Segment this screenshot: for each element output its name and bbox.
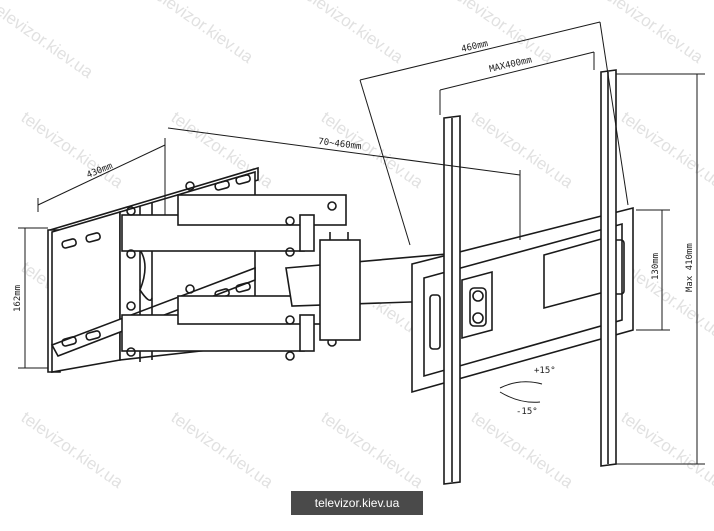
watermark-text: televizor.kiev.ua bbox=[448, 0, 557, 67]
vertical-rails bbox=[443, 69, 617, 485]
tilt-down-label: -15° bbox=[516, 407, 538, 417]
watermark-text: televizor.kiev.ua bbox=[598, 0, 707, 67]
watermark-text: televizor.kiev.ua bbox=[298, 0, 407, 67]
mount-height-label: Max 410mm bbox=[685, 243, 695, 292]
rail-spacing-label: 130mm bbox=[651, 253, 661, 280]
tilt-up-label: +15° bbox=[534, 366, 556, 376]
upper-arm bbox=[121, 181, 347, 259]
dimension-lines bbox=[18, 21, 705, 465]
watermark-text: televizor.kiev.ua bbox=[18, 108, 127, 193]
watermark-text: televizor.kiev.ua bbox=[618, 408, 714, 493]
watermark-text: televizor.kiev.ua bbox=[0, 0, 97, 82]
site-badge: televizor.kiev.ua bbox=[291, 491, 423, 515]
watermark-text: televizor.kiev.ua bbox=[468, 408, 577, 493]
watermark-text: televizor.kiev.ua bbox=[18, 408, 127, 493]
watermark-text: televizor.kiev.ua bbox=[168, 408, 277, 493]
wall-plate-height-label: 162mm bbox=[13, 285, 23, 312]
tv-plate bbox=[411, 206, 634, 394]
watermark-text: televizor.kiev.ua bbox=[468, 108, 577, 193]
watermark-text: televizor.kiev.ua bbox=[318, 408, 427, 493]
vesa-width-label: MAX400mm bbox=[488, 55, 532, 74]
watermark-text: televizor.kiev.ua bbox=[148, 0, 257, 67]
watermark-text: televizor.kiev.ua bbox=[618, 108, 714, 193]
